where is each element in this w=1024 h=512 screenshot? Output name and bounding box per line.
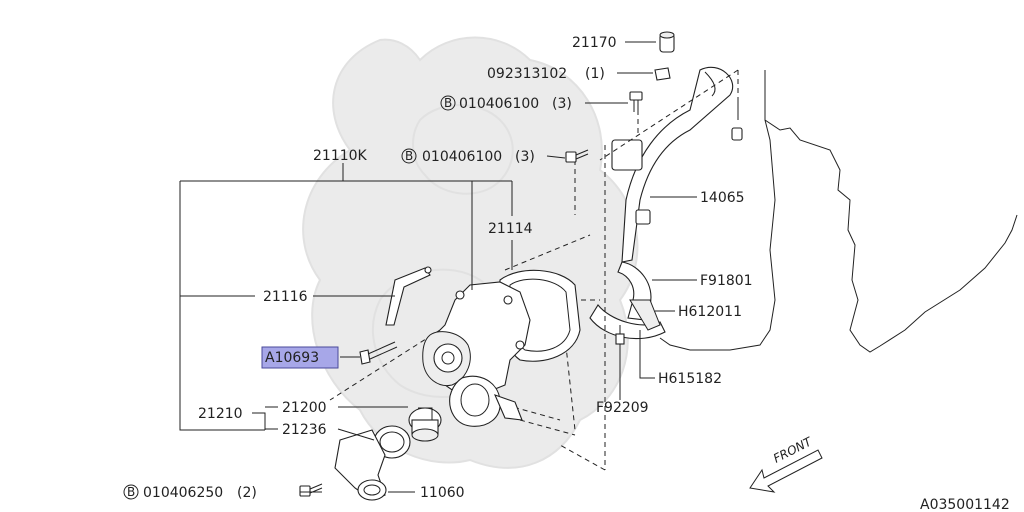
label-21114: 21114 [488,221,533,237]
label-bolt-3-qty: (2) [237,485,257,501]
thermostat-cover [334,429,387,501]
water-pump [422,281,531,396]
label-21236: 21236 [282,422,327,438]
b-circle-3 [123,484,139,500]
bolt-top-2 [565,149,589,163]
label-21210: 21210 [198,406,243,422]
label-a10693[interactable]: A10693 [265,350,319,366]
label-f92209: F92209 [596,400,649,416]
b-mark-1: B [444,96,452,110]
bracket [385,266,432,326]
label-14065: 14065 [700,190,745,206]
b-mark-2: B [405,149,413,163]
label-21110k: 21110K [313,148,368,164]
clip-092313102 [654,67,671,81]
thermostat-housing [449,375,523,427]
front-arrow-icon: FRONT [749,434,823,493]
label-11060: 11060 [420,485,465,501]
label-21170: 21170 [572,35,617,51]
label-092313102: 092313102 [487,66,567,82]
label-bolt-2-qty: (3) [515,149,535,165]
hose-assembly [589,299,666,345]
label-bolt-1: 010406100 [459,96,539,112]
b-mark-3: B [127,485,135,499]
label-h612011: H612011 [678,304,742,320]
label-bolt-2: 010406100 [422,149,502,165]
label-bolt-1-qty: (3) [552,96,572,112]
bolt-bottom [299,483,323,497]
bolt-a10693 [359,341,398,365]
leader-lines [179,41,697,493]
b-circle-2 [401,148,417,164]
label-bolt-3: 010406250 [143,485,223,501]
part-labels: 21170 092313102 (1) B 010406100 (3) B 01… [123,35,753,501]
assembly-guides [329,69,739,471]
bolt-top-1 [629,91,643,112]
thermostat [408,407,442,442]
diagram-id: A035001142 [920,497,1010,512]
highlight-a10693 [261,346,339,369]
front-label: FRONT [771,434,815,466]
cap-21170 [659,31,675,53]
label-21116: 21116 [263,289,308,305]
label-21200: 21200 [282,400,327,416]
label-h615182: H615182 [658,371,722,387]
label-f91801: F91801 [700,273,753,289]
b-circle-1 [440,95,456,111]
label-092313102-qty: (1) [585,66,605,82]
